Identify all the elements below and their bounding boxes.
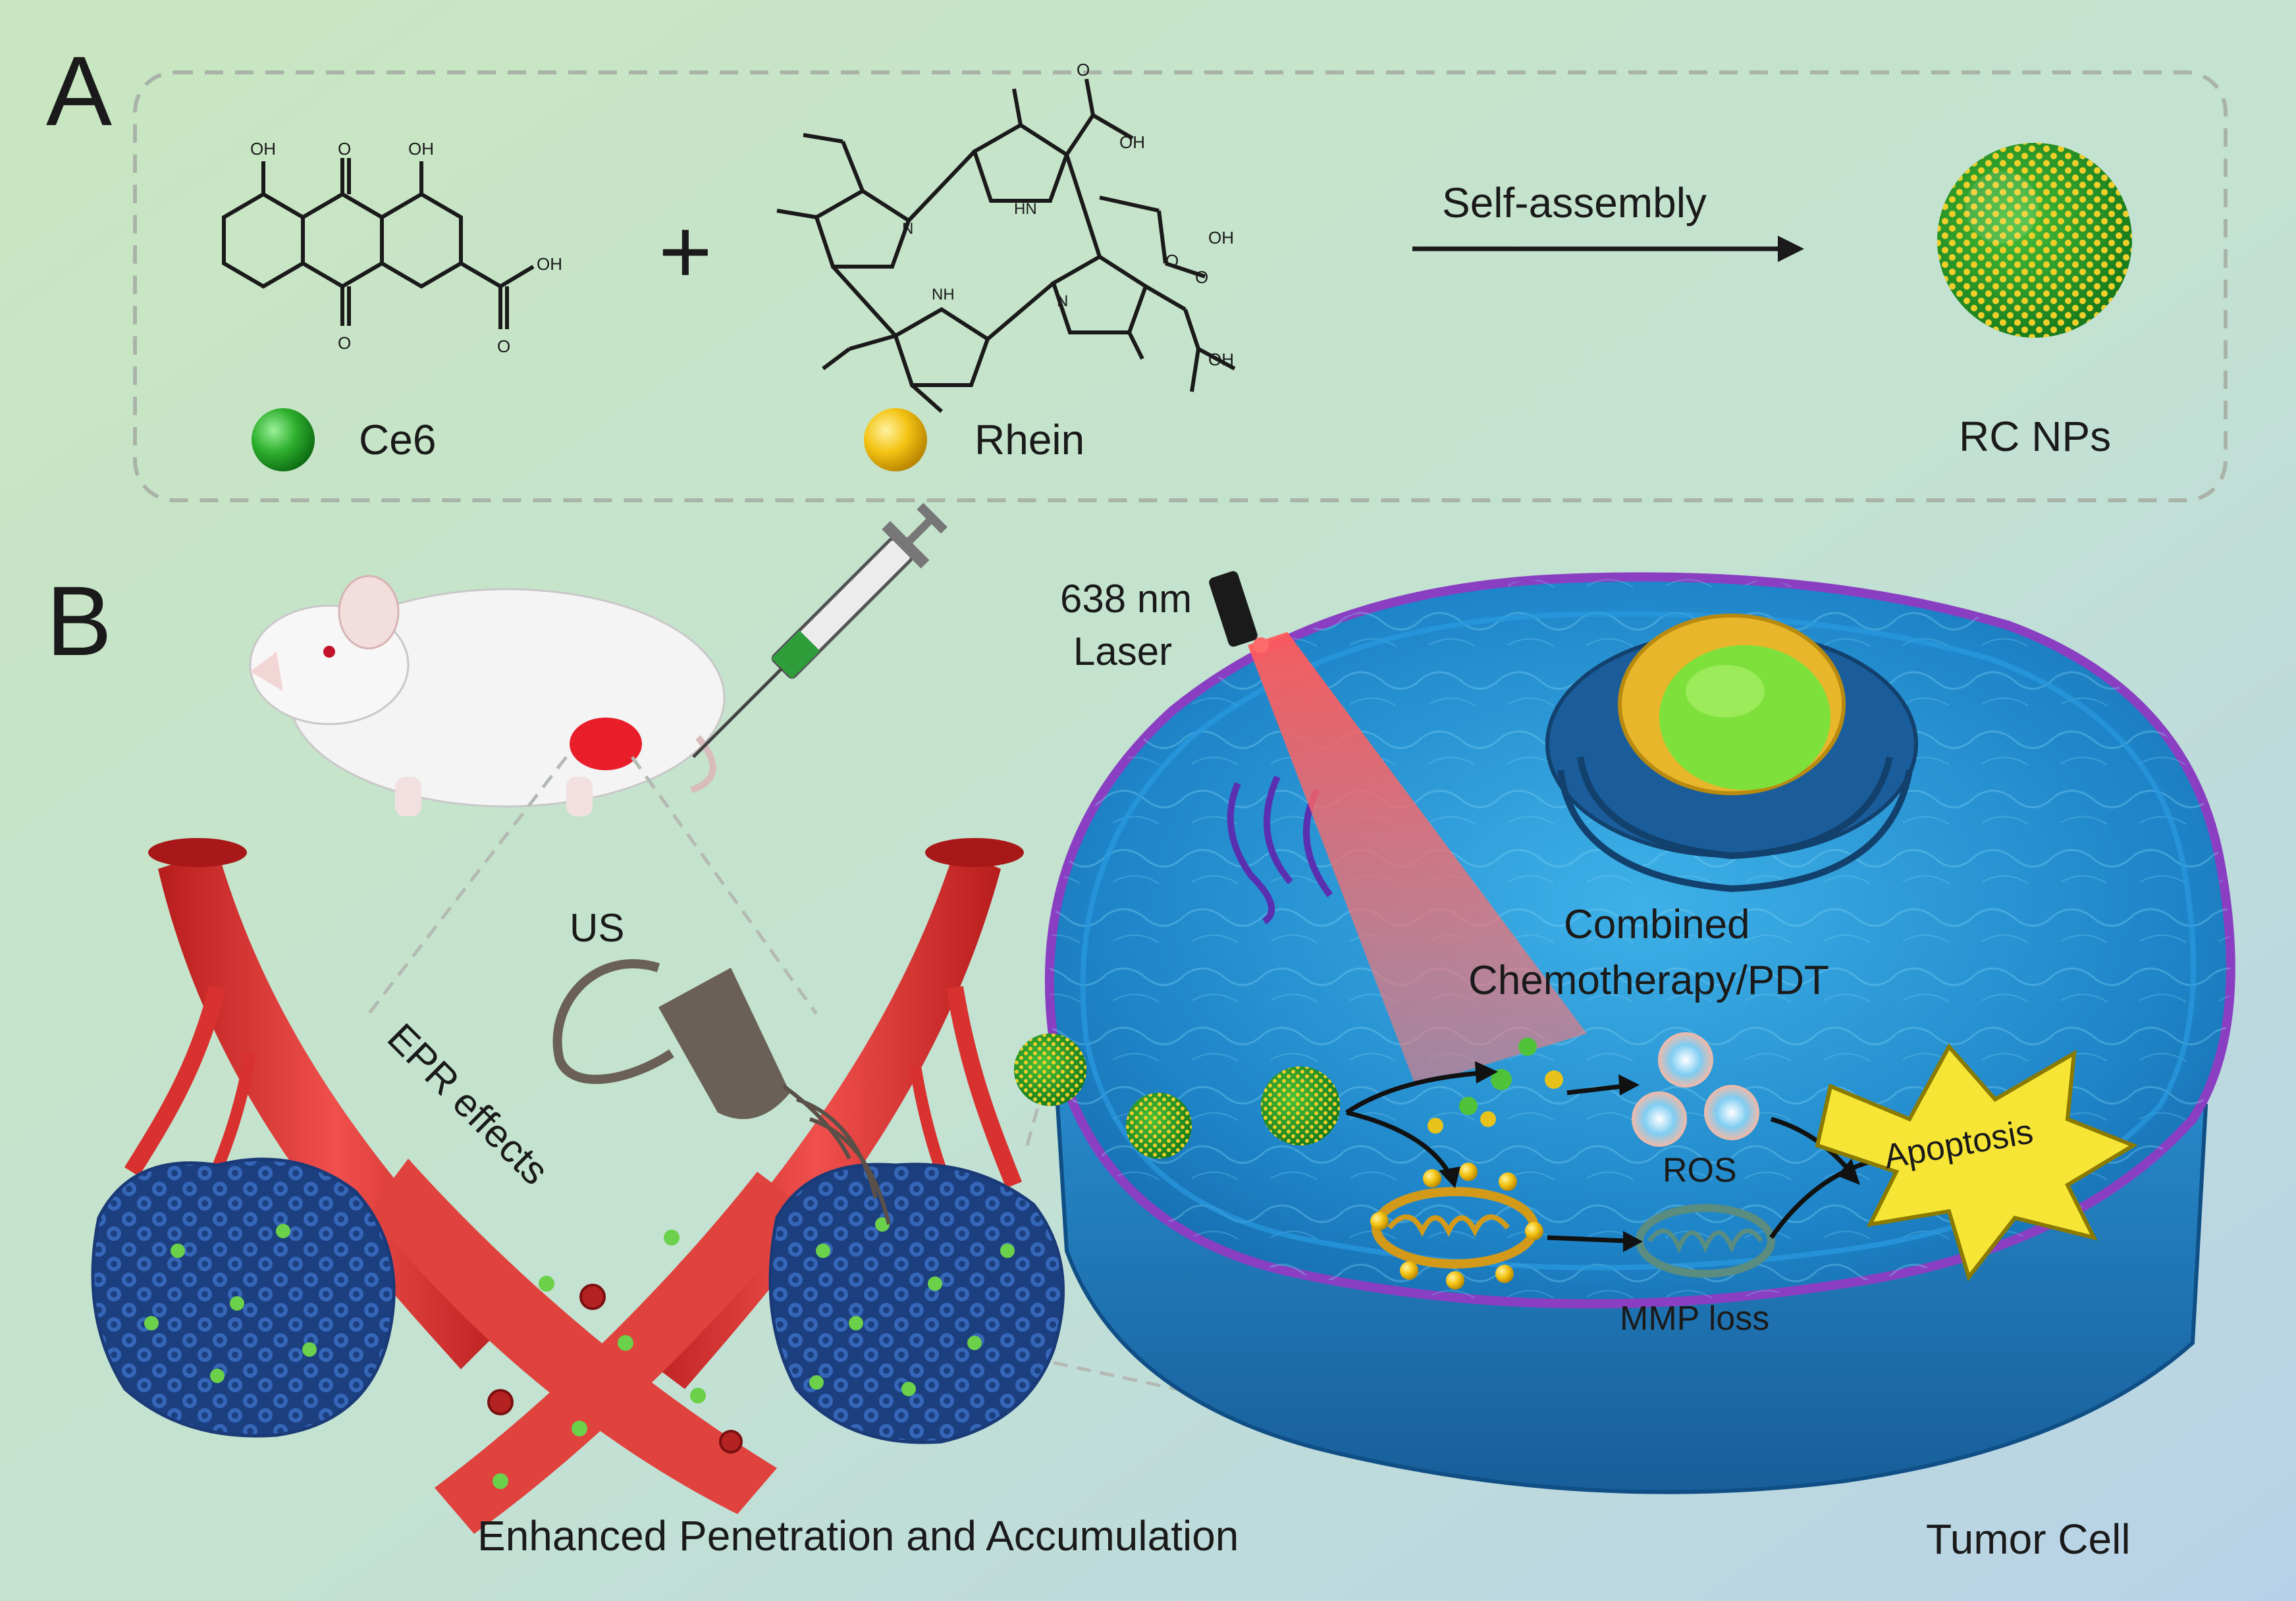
apoptosis-burst xyxy=(1815,1043,2138,1282)
tumor-cluster-right xyxy=(768,1163,1065,1444)
self-assembly-arrowhead xyxy=(1778,236,1804,262)
zoom-line-cell-bottom xyxy=(1053,1361,1239,1404)
rhein-atom-n-2: N xyxy=(1057,292,1068,310)
rhein-legend-ball xyxy=(864,408,927,471)
ultrasound-probe-icon xyxy=(552,959,891,1225)
ce6-atom-oh-2: OH xyxy=(408,139,434,159)
pathway-arrows xyxy=(1345,1070,1884,1244)
laser-beam xyxy=(1248,632,1587,1086)
ce6-structure xyxy=(222,158,535,329)
ros-particles xyxy=(1632,1032,1759,1147)
blood-vessels xyxy=(124,838,1024,1534)
tumor-cell xyxy=(1014,572,2235,1494)
panel-b: B xyxy=(46,502,2235,1563)
rc-nps-label: RC NPs xyxy=(1959,413,2111,460)
enhanced-penetration-label: Enhanced Penetration and Accumulation xyxy=(477,1512,1239,1560)
rhein-atom-hn: HN xyxy=(1014,200,1037,218)
rhein-atom-o-3: O xyxy=(1195,267,1208,287)
ce6-label: Ce6 xyxy=(359,416,436,463)
rhein-atom-oh-2: OH xyxy=(1208,228,1234,248)
rhein-structure xyxy=(776,78,1236,413)
mitochondrion-loaded xyxy=(1370,1163,1543,1290)
tumor-cell-label: Tumor Cell xyxy=(1926,1515,2131,1563)
laser-device-icon xyxy=(1209,571,1269,653)
ce6-legend-ball xyxy=(252,408,315,471)
rhein-atom-nh: NH xyxy=(932,286,955,303)
panel-a-letter: A xyxy=(46,36,112,146)
rhein-label: Rhein xyxy=(974,416,1084,463)
rhein-atom-o-2: O xyxy=(1165,251,1179,271)
ros-label: ROS xyxy=(1663,1151,1737,1190)
ce6-atom-o-3: O xyxy=(497,336,510,356)
ce6-atom-o-2: O xyxy=(338,333,351,353)
syringe-icon xyxy=(692,502,948,758)
rhein-atom-o-1: O xyxy=(1077,60,1090,80)
rc-nanoparticle xyxy=(1937,143,2132,338)
combined-therapy-line2: Chemotherapy/PDT xyxy=(1468,958,1829,1003)
zoom-line-left xyxy=(367,756,568,1015)
mmp-loss-label: MMP loss xyxy=(1620,1299,1769,1338)
cell-nanoparticles xyxy=(1014,1034,1563,1159)
panel-b-letter: B xyxy=(46,565,112,676)
rhein-atom-oh-3: OH xyxy=(1208,350,1234,369)
ce6-atom-oh-3: OH xyxy=(537,254,562,274)
zoom-line-right xyxy=(630,756,818,1015)
rat-illustration xyxy=(249,575,726,816)
panel-a-dashed-box xyxy=(133,70,2228,502)
panel-a: A OH O OH OH O O Ce6 + xyxy=(46,36,2228,502)
rhein-atom-oh-1: OH xyxy=(1119,132,1145,152)
plus-sign: + xyxy=(658,199,712,303)
laser-label-line2: Laser xyxy=(1073,629,1172,673)
combined-therapy-line1: Combined xyxy=(1564,902,1750,947)
self-assembly-label: Self-assembly xyxy=(1442,179,1707,226)
tumor-cluster-left xyxy=(91,1157,396,1438)
rhein-atom-n-1: N xyxy=(902,220,913,238)
ce6-atom-oh-1: OH xyxy=(250,139,276,159)
laser-label-line1: 638 nm xyxy=(1060,577,1192,621)
ce6-atom-o-1: O xyxy=(338,139,351,159)
us-label: US xyxy=(570,906,624,950)
